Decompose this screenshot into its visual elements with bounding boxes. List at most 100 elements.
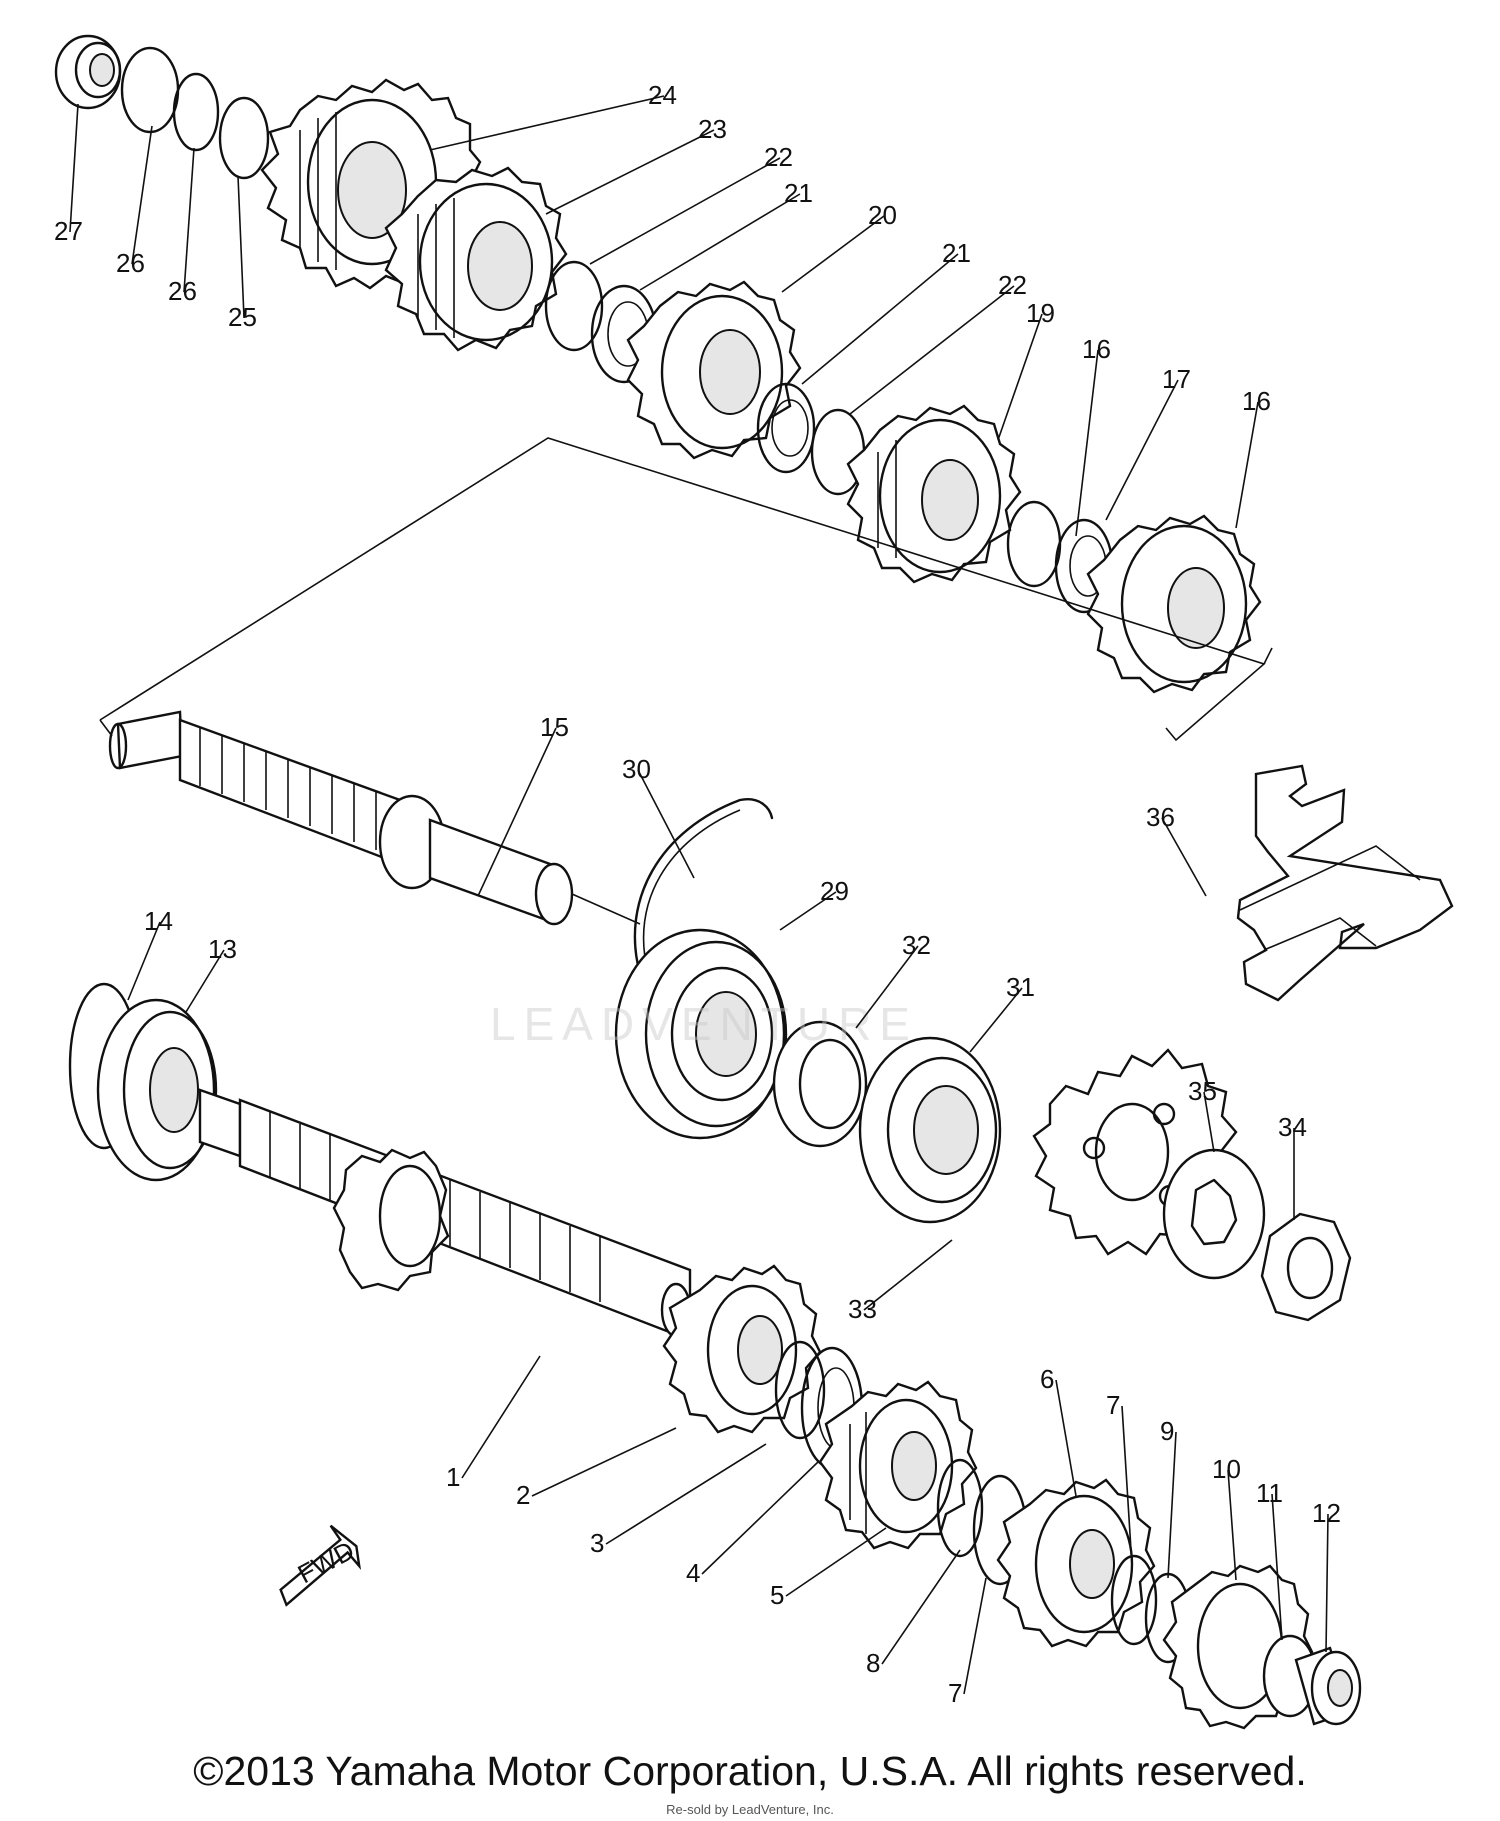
part-21-washer-lower xyxy=(756,382,816,474)
part-20-gear xyxy=(626,280,802,460)
callout-25: 25 xyxy=(228,302,257,332)
part-36-plate xyxy=(1236,764,1454,1002)
part-27-bearing xyxy=(54,34,122,110)
watermark: LEADVENTURE xyxy=(490,998,918,1050)
callout-16: 16 xyxy=(1082,334,1111,364)
leader-line-16 xyxy=(1075,349,1099,537)
leader-line-24 xyxy=(429,95,665,151)
callout-4: 4 xyxy=(686,1558,700,1588)
callout-3: 3 xyxy=(590,1528,604,1558)
callout-20: 20 xyxy=(868,200,897,230)
part-7-circlip-upper xyxy=(1110,1554,1158,1646)
leader-line-26 xyxy=(131,125,153,265)
part-32-collar xyxy=(772,1020,868,1148)
part-25-washer xyxy=(218,96,270,180)
fwd-arrow-icon: FWD xyxy=(279,1524,362,1607)
callout-21: 21 xyxy=(942,238,971,268)
part-34-nut xyxy=(1260,1212,1352,1322)
leader-line-15 xyxy=(477,727,557,897)
leader-line-4 xyxy=(701,1461,819,1575)
callout-12: 12 xyxy=(1312,1498,1341,1528)
leader-line-35 xyxy=(1203,1091,1215,1153)
leader-line-29 xyxy=(779,891,837,931)
part-35-lock-washer xyxy=(1162,1148,1266,1280)
callout-8: 8 xyxy=(866,1648,880,1678)
part-2-gear xyxy=(662,1264,822,1434)
callout-36: 36 xyxy=(1146,802,1175,832)
leader-line-19 xyxy=(997,313,1043,441)
callout-6: 6 xyxy=(1040,1364,1054,1394)
part-26-washer xyxy=(120,46,180,134)
callout-34: 34 xyxy=(1278,1112,1307,1142)
callout-26: 26 xyxy=(168,276,197,306)
callout-27: 27 xyxy=(54,216,83,246)
leader-line-3 xyxy=(605,1443,767,1545)
leader-line-23 xyxy=(545,129,715,215)
callout-10: 10 xyxy=(1212,1454,1241,1484)
part-16-circlip xyxy=(1006,500,1062,588)
leader-line-16 xyxy=(1235,401,1259,529)
callout-23: 23 xyxy=(698,114,727,144)
part-31-oil-seal xyxy=(858,1036,1002,1224)
part-22-circlip-upper xyxy=(544,260,604,352)
leader-line-14 xyxy=(127,921,161,1001)
callout-31: 31 xyxy=(1006,972,1035,1002)
part-12-bearing xyxy=(1294,1646,1362,1726)
callout-35: 35 xyxy=(1188,1076,1217,1106)
callout-13: 13 xyxy=(208,934,237,964)
callout-19: 19 xyxy=(1026,298,1055,328)
reseller-notice: Re-sold by LeadVenture, Inc. xyxy=(666,1802,834,1817)
callout-30: 30 xyxy=(622,754,651,784)
part-5-gear xyxy=(818,1380,978,1550)
callout-26: 26 xyxy=(116,248,145,278)
leader-line-26 xyxy=(183,147,195,293)
part-26-circlip xyxy=(172,72,220,152)
callout-22: 22 xyxy=(764,142,793,172)
assembly-outline xyxy=(99,437,1266,742)
callout-5: 5 xyxy=(770,1580,784,1610)
callout-9: 9 xyxy=(1160,1416,1174,1446)
leader-line-11 xyxy=(1271,1493,1283,1641)
part-19-gear xyxy=(846,404,1022,584)
part-6-gear xyxy=(996,1478,1156,1648)
leader-line-9 xyxy=(1167,1431,1177,1579)
leader-line-36 xyxy=(1161,817,1207,897)
callout-14: 14 xyxy=(144,906,173,936)
callout-11: 11 xyxy=(1256,1478,1283,1508)
part-30-circlip xyxy=(633,798,774,976)
leader-line-10 xyxy=(1227,1469,1237,1581)
part-13-bearing xyxy=(96,998,218,1182)
upper-gear-train xyxy=(54,34,1262,694)
part-1-counter-shaft xyxy=(198,1088,692,1342)
leader-line-32 xyxy=(855,945,919,1029)
callout-7: 7 xyxy=(948,1678,962,1708)
leader-line-31 xyxy=(969,987,1023,1053)
leader-line-25 xyxy=(237,175,245,319)
callout-32: 32 xyxy=(902,930,931,960)
leader-line-8 xyxy=(881,1549,961,1665)
leader-line-7 xyxy=(963,1577,987,1695)
part-30-circlip-inner xyxy=(642,809,741,973)
leader-line-6 xyxy=(1055,1379,1077,1497)
callout-22: 22 xyxy=(998,270,1027,300)
leader-line-2 xyxy=(531,1427,677,1497)
leader-line-20 xyxy=(781,215,885,293)
leader-line-7 xyxy=(1121,1405,1133,1567)
leader-line-17 xyxy=(1105,379,1179,521)
leader-line-22 xyxy=(589,157,781,265)
leader-line-21 xyxy=(639,193,801,291)
callout-21: 21 xyxy=(784,178,813,208)
part-16-gear xyxy=(1086,514,1262,694)
callout-29: 29 xyxy=(820,876,849,906)
fwd-label: FWD xyxy=(293,1535,359,1589)
callout-2: 2 xyxy=(516,1480,530,1510)
part-8-washer xyxy=(936,1458,984,1558)
callout-labels: 1234567789101112131415161617192021212222… xyxy=(54,80,1341,1708)
assembly-outline-tick xyxy=(1263,647,1273,665)
part-3-circlip xyxy=(774,1340,826,1440)
leader-line-1 xyxy=(461,1355,541,1479)
leader-line-21 xyxy=(801,253,959,385)
callout-33: 33 xyxy=(848,1294,877,1324)
leader-line-12 xyxy=(1325,1513,1329,1653)
